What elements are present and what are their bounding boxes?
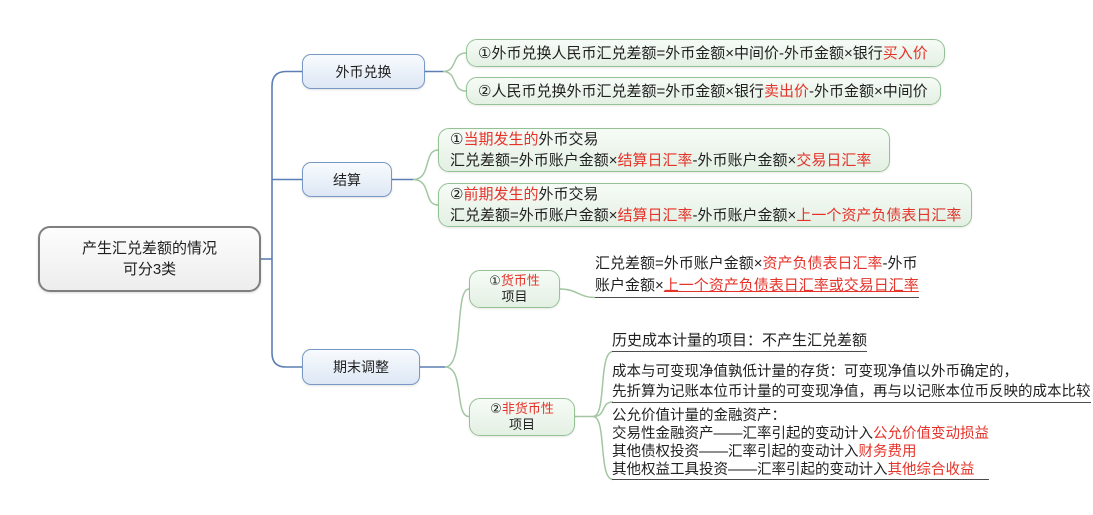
formula-segment: -外币账户金额×: [692, 207, 797, 224]
text-segment-other-comprehensive-income: 其他综合收益: [887, 462, 975, 478]
formula-segment: ①: [450, 131, 464, 148]
topic-historical-cost-text[interactable]: 历史成本计量的项目：不产生汇兑差额: [612, 331, 868, 352]
formula-segment: 外币交易: [538, 131, 599, 148]
branch-settlement-label: 结算: [333, 171, 361, 188]
branch-foreign-exchange-label: 外币兑换: [335, 63, 392, 80]
formula-line: ①当期发生的外币交易: [450, 129, 598, 150]
topic-fair-value-assets-text[interactable]: 公允价值计量的金融资产： 交易性金融资产——汇率引起的变动计入公允价值变动损益 …: [612, 407, 989, 480]
text-segment: 其他权益工具投资——汇率引起的变动计入: [612, 462, 888, 478]
label-segment: ①: [489, 273, 501, 288]
root-topic-line1: 产生汇兑差额的情况: [81, 240, 217, 257]
formula-segment: 汇兑差额=外币账户金额×: [595, 255, 763, 272]
formula-segment: ①外币兑换人民币汇兑差额=外币金额×中间价-外币金额×银行: [478, 44, 883, 62]
formula-segment: 账户金额×: [595, 277, 664, 294]
text-line: 其他权益工具投资——汇率引起的变动计入其他综合收益: [612, 461, 989, 479]
text-segment-fv-change-pl: 公允价值变动损益: [873, 426, 989, 442]
root-topic[interactable]: 产生汇兑差额的情况 可分3类: [38, 226, 261, 292]
topic-rmb-to-fx-formula[interactable]: ②人民币兑换外币汇兑差额=外币金额×银行卖出价-外币金额×中间价: [466, 77, 941, 105]
topic-nonmonetary-items-line1: ②非货币性: [490, 401, 554, 417]
text-segment-finance-expense: 财务费用: [858, 444, 917, 460]
topic-inventory-lcnrv-text[interactable]: 成本与可变现净值孰低计量的存货：可变现净值以外币确定的， 先折算为记账本位币计量…: [612, 362, 1091, 403]
text-line: 汇兑差额=外币账户金额×资产负债表日汇率-外币: [595, 253, 919, 275]
text-line: 成本与可变现净值孰低计量的存货：可变现净值以外币确定的，: [612, 364, 1018, 380]
branch-period-end-adjustment-label: 期末调整: [333, 359, 389, 375]
formula-line: ②前期发生的外币交易: [450, 184, 598, 205]
branch-settlement[interactable]: 结算: [302, 162, 392, 197]
formula-segment: -外币金额×中间价: [808, 82, 928, 100]
text-line: 账户金额×上一个资产负债表日汇率或交易日汇率: [595, 275, 919, 297]
text-line: 交易性金融资产——汇率引起的变动计入公允价值变动损益: [612, 425, 989, 443]
formula-line: 汇兑差额=外币账户金额×结算日汇率-外币账户金额×上一个资产负债表日汇率: [450, 205, 961, 226]
formula-line: 汇兑差额=外币账户金额×结算日汇率-外币账户金额×交易日汇率: [450, 150, 871, 171]
text-segment: 其他债权投资——汇率引起的变动计入: [612, 444, 859, 460]
topic-nonmonetary-items[interactable]: ②非货币性 项目: [469, 398, 575, 436]
formula-segment-settle-rate: 结算日汇率: [617, 207, 693, 224]
topic-monetary-items[interactable]: ①货币性 项目: [469, 270, 560, 308]
topic-fx-to-rmb-formula[interactable]: ①外币兑换人民币汇兑差额=外币金额×中间价-外币金额×银行买入价: [466, 39, 945, 67]
formula-segment: 汇兑差额=外币账户金额×: [450, 207, 618, 224]
topic-current-period-transaction[interactable]: ①当期发生的外币交易 汇兑差额=外币账户金额×结算日汇率-外币账户金额×交易日汇…: [438, 128, 890, 172]
formula-segment: -外币账户金额×: [692, 152, 797, 169]
formula-line: ②人民币兑换外币汇兑差额=外币金额×银行卖出价-外币金额×中间价: [478, 81, 928, 102]
label-segment: ②: [490, 401, 502, 416]
text-segment: 交易性金融资产——汇率引起的变动计入: [612, 426, 873, 442]
formula-segment-settle-rate: 结算日汇率: [617, 152, 693, 169]
topic-prior-period-transaction[interactable]: ②前期发生的外币交易 汇兑差额=外币账户金额×结算日汇率-外币账户金额×上一个资…: [438, 183, 972, 227]
branch-period-end-adjustment[interactable]: 期末调整: [302, 349, 420, 385]
formula-segment-sell-price: 卖出价: [763, 82, 809, 100]
text-line: 历史成本计量的项目：不产生汇兑差额: [612, 332, 868, 349]
topic-monetary-items-line1: ①货币性: [489, 273, 540, 289]
text-line: 先折算为记账本位币计量的可变现净值，再与以记账本位币反映的成本比较: [612, 384, 1091, 400]
text-line: 其他债权投资——汇率引起的变动计入财务费用: [612, 443, 989, 461]
green-connectors: [412, 52, 614, 481]
label-segment-monetary: 货币性: [500, 273, 540, 288]
formula-segment: -外币: [882, 255, 918, 272]
formula-line: ①外币兑换人民币汇兑差额=外币金额×中间价-外币金额×银行买入价: [478, 43, 928, 64]
branch-foreign-exchange[interactable]: 外币兑换: [302, 54, 425, 89]
blue-connectors: [261, 70, 445, 368]
topic-monetary-formula-text[interactable]: 汇兑差额=外币账户金额×资产负债表日汇率-外币 账户金额×上一个资产负债表日汇率…: [595, 253, 919, 298]
topic-nonmonetary-items-line2: 项目: [508, 417, 535, 432]
formula-segment: ②人民币兑换外币汇兑差额=外币金额×银行: [478, 82, 764, 100]
formula-segment-last-balance-sheet-rate: 上一个资产负债表日汇率: [796, 207, 962, 224]
formula-segment-trade-rate: 交易日汇率: [796, 152, 872, 169]
topic-monetary-items-line2: 项目: [501, 289, 528, 304]
formula-segment-last-rate-or-trade-rate: 上一个资产负债表日汇率或交易日汇率: [663, 277, 919, 294]
label-segment-nonmonetary: 非货币性: [501, 401, 554, 416]
formula-segment-prior-period: 前期发生的: [463, 186, 539, 203]
formula-segment: 汇兑差额=外币账户金额×: [450, 152, 618, 169]
formula-segment-balance-sheet-rate: 资产负债表日汇率: [762, 255, 883, 272]
text-line: 公允价值计量的金融资产：: [612, 408, 786, 424]
formula-segment: 外币交易: [538, 186, 599, 203]
formula-segment: ②: [450, 186, 464, 203]
root-topic-line2: 可分3类: [122, 261, 177, 278]
formula-segment-buy-price: 买入价: [882, 44, 928, 62]
formula-segment-current-period: 当期发生的: [463, 131, 539, 148]
